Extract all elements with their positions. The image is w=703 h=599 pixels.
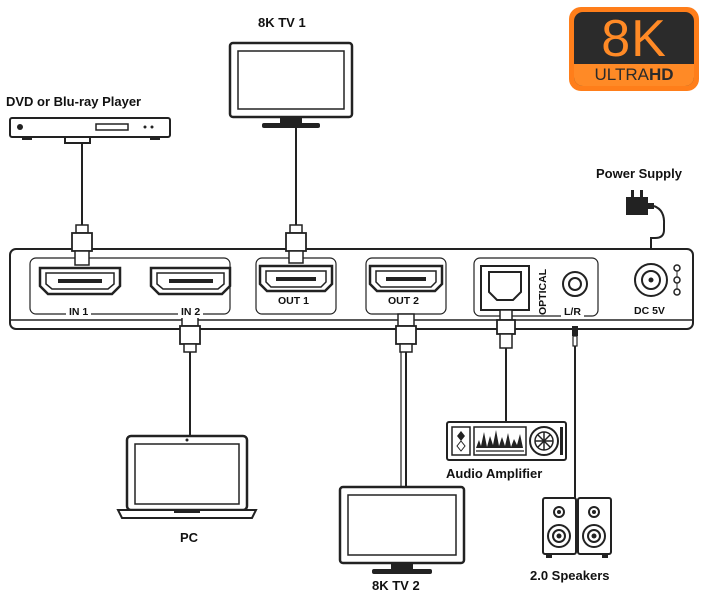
audio-amplifier-icon	[446, 421, 567, 461]
hdmi-port-in1	[38, 266, 122, 296]
port-label-out1: OUT 1	[278, 295, 309, 307]
hdmi-port-in2	[149, 266, 232, 296]
tv1-label: 8K TV 1	[258, 15, 306, 30]
hdmi-port-out2	[365, 257, 447, 315]
badge-inner: 8K ULTRAHD	[574, 10, 694, 86]
tv2-icon	[338, 485, 466, 574]
port-label-in2: IN 2	[178, 306, 204, 318]
hdmi-plug-in1	[71, 224, 93, 266]
speakers-icon	[542, 497, 612, 558]
dvd-cable	[64, 137, 83, 225]
dvd-label: DVD or Blu-ray Player	[6, 94, 142, 109]
dc-port	[634, 263, 681, 297]
optical-plug	[496, 309, 516, 349]
tv2-label: 8K TV 2	[372, 578, 420, 593]
port-label-out2: OUT 2	[388, 295, 419, 307]
badge-hd: HD	[648, 65, 674, 84]
audio-port-group	[473, 257, 599, 317]
tv1-icon	[228, 41, 354, 128]
speakers-label: 2.0 Speakers	[530, 568, 610, 583]
pc-label: PC	[180, 530, 199, 545]
audio-jack-plug	[572, 326, 578, 347]
hdmi-plug-out2	[395, 313, 417, 353]
port-label-lr: L/R	[561, 306, 584, 318]
port-label-dc: DC 5V	[634, 305, 665, 317]
audio-amplifier-label: Audio Amplifier	[446, 466, 543, 481]
port-label-optical: OPTICAL	[537, 268, 549, 315]
hdmi-plug-in2	[179, 313, 201, 353]
hdmi-port-out1	[255, 257, 337, 315]
8k-ultra-hd-badge: 8K ULTRAHD	[569, 7, 699, 91]
dvd-player-icon	[9, 117, 171, 140]
power-adapter-icon	[626, 190, 654, 215]
badge-ultra-hd-text: ULTRAHD	[574, 64, 694, 86]
power-supply-label: Power Supply	[596, 166, 682, 181]
laptop-icon	[116, 434, 258, 519]
badge-8k-text: 8K	[601, 10, 667, 68]
port-label-in1: IN 1	[66, 306, 92, 318]
badge-ultra: ULTRA	[594, 65, 649, 84]
power-cable	[650, 205, 666, 250]
hdmi-plug-out1	[285, 224, 307, 264]
